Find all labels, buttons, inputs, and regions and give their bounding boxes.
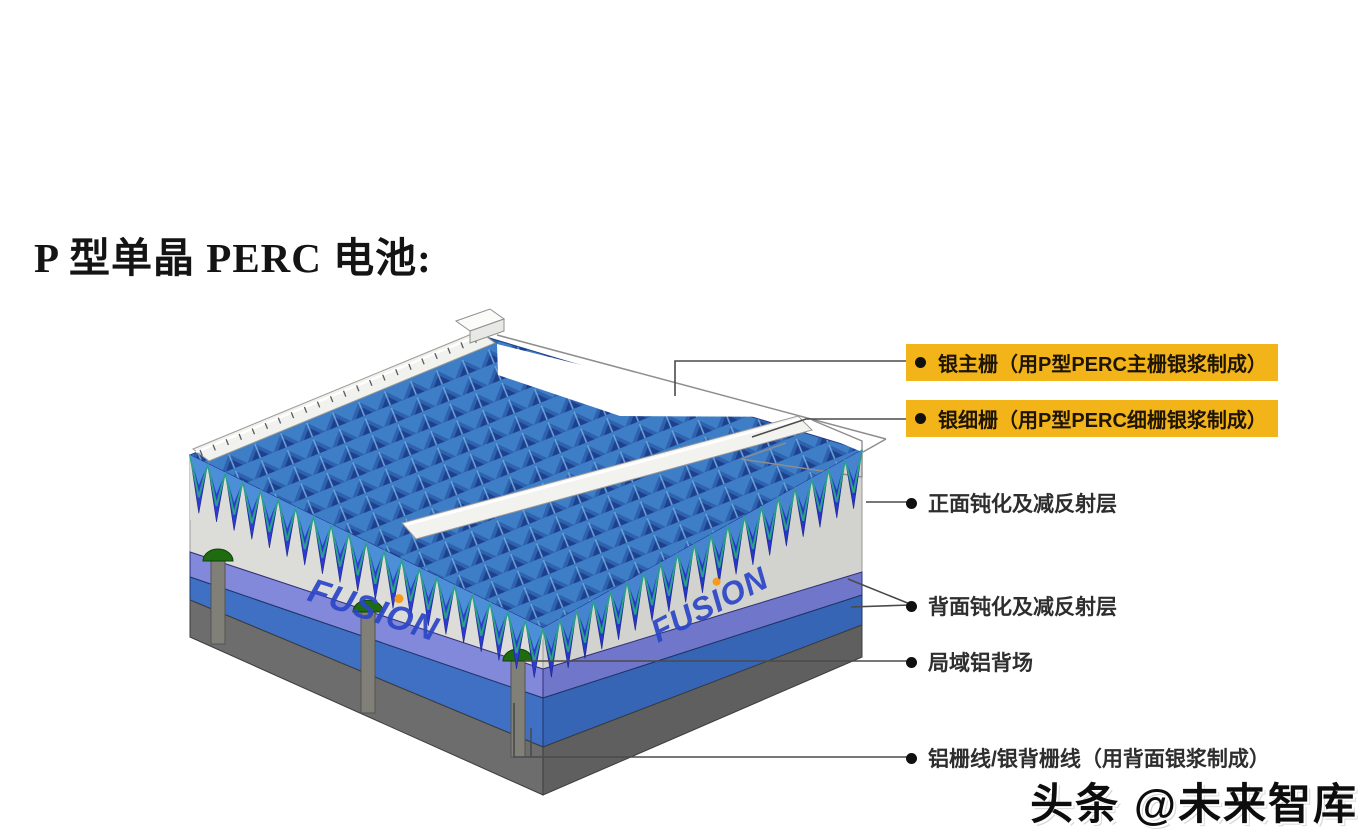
label-text: 银细栅（用P型PERC细栅银浆制成） xyxy=(938,410,1267,432)
line-main-busbar xyxy=(674,360,908,396)
front-texture-zigzag-right xyxy=(542,449,863,678)
logo-orange-dot xyxy=(394,594,404,604)
line-back-passivation-a xyxy=(847,578,911,605)
annotation-lines xyxy=(513,360,911,758)
label-bullet xyxy=(915,413,926,424)
label-text: 局域铝背场 xyxy=(928,652,1033,675)
label-bullet xyxy=(906,600,917,612)
front-texture-zigzag-left xyxy=(189,454,544,678)
line-back-grid xyxy=(513,703,908,758)
line-fine-busbar xyxy=(751,418,908,438)
silver-main-busbar xyxy=(191,308,506,462)
label-text: 正面钝化及减反射层 xyxy=(928,493,1117,516)
watermark: 头条 @未来智库 xyxy=(1030,781,1358,829)
label-bullet xyxy=(915,357,926,368)
label-bullet xyxy=(906,497,917,509)
al-bsf-dome xyxy=(352,599,384,613)
al-bsf-dome xyxy=(202,548,234,562)
page-title: P 型单晶 PERC 电池: xyxy=(34,235,432,281)
line-back-passivation-b xyxy=(850,604,911,608)
label-silver-main-busbar: 银主栅（用P型PERC主栅银浆制成） xyxy=(906,344,1278,381)
logo-orange-dot xyxy=(712,577,721,586)
label-text: 背面钝化及减反射层 xyxy=(928,596,1117,619)
label-back-passivation: 背面钝化及减反射层 xyxy=(906,592,1117,620)
busbar-tab-front xyxy=(469,318,505,344)
label-local-al-bsf: 局域铝背场 xyxy=(906,648,1033,676)
label-text: 铝栅线/银背栅线（用背面银浆制成） xyxy=(928,748,1270,771)
label-front-passivation: 正面钝化及减反射层 xyxy=(906,489,1117,517)
cutaway-wireframe xyxy=(496,334,887,453)
label-bullet xyxy=(906,656,917,668)
label-silver-fine-busbar: 银细栅（用P型PERC细栅银浆制成） xyxy=(906,400,1278,437)
silver-fine-busbar xyxy=(401,415,863,540)
label-back-grid-lines: 铝栅线/银背栅线（用背面银浆制成） xyxy=(906,744,1270,772)
label-text: 银主栅（用P型PERC主栅银浆制成） xyxy=(938,354,1267,376)
label-bullet xyxy=(906,752,917,764)
